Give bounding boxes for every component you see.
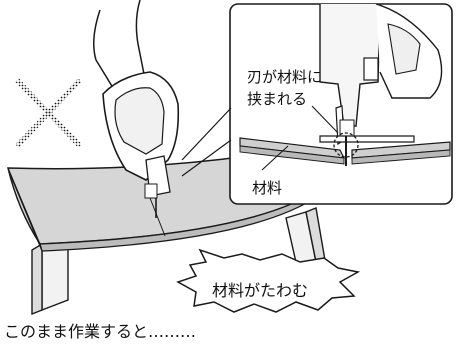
bend-callout xyxy=(176,248,361,313)
cross-x-icon xyxy=(15,78,82,148)
blade-pinch-label-line1: 刃が材料に xyxy=(247,68,323,86)
instruction-caption: このまま作業すると……… xyxy=(4,322,197,341)
blade-pinch-label-line2: 挟まれる xyxy=(247,90,308,108)
support-left xyxy=(31,235,69,316)
inset-detail xyxy=(181,3,453,205)
material-label: 材料 xyxy=(252,179,283,197)
jigsaw-icon xyxy=(93,0,180,218)
bend-callout-text: 材料がたわむ xyxy=(212,281,309,300)
